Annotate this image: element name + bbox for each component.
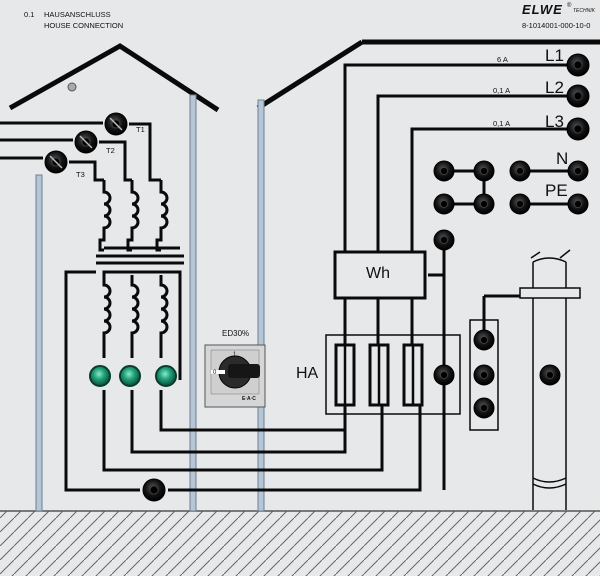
label-pe: PE — [545, 181, 568, 200]
transformer-core — [96, 254, 184, 265]
switch-pos-on: 1 — [233, 352, 237, 358]
main-switch[interactable] — [204, 344, 266, 408]
label-l3: L3 — [545, 112, 564, 131]
ha-label: HA — [296, 365, 319, 382]
energy-meter — [333, 250, 427, 300]
feeder-wires — [0, 121, 161, 182]
transformer-secondary-coils — [64, 270, 182, 358]
earth-pipe — [519, 249, 581, 510]
indicator-lamps — [89, 365, 177, 387]
fuse-marks — [49, 117, 123, 169]
switch-pos-off: 0 — [213, 370, 217, 376]
meter-label: Wh — [366, 265, 390, 282]
label-l1: L1 — [545, 46, 564, 65]
title-german: HAUSANSCHLUSS — [44, 10, 111, 19]
label-n: N — [556, 149, 569, 168]
label-t3: T3 — [76, 170, 85, 179]
current-l2: 0,1 A — [493, 86, 511, 95]
label-t1: T1 — [136, 125, 145, 134]
panel-number: 0.1 — [24, 10, 35, 19]
current-l3: 0,1 A — [493, 119, 511, 128]
house-roof — [8, 39, 600, 113]
ground-hatch — [0, 510, 600, 576]
current-l1: 6 A — [497, 55, 508, 64]
switch-brand: E·A·C — [242, 396, 256, 402]
brand-sub: TECHNIK — [573, 8, 595, 14]
switch-rating: ED30% — [222, 329, 250, 338]
title-english: HOUSE CONNECTION — [44, 21, 124, 30]
secondary-wiring — [64, 350, 422, 492]
house-posts — [35, 94, 265, 512]
label-t2: T2 — [106, 146, 115, 155]
registered-mark: ® — [567, 3, 572, 9]
brand-logo: ELWE — [522, 2, 563, 17]
house-connection-box — [325, 334, 461, 415]
pe-terminal-strip — [469, 319, 499, 431]
roof-screw — [67, 82, 77, 92]
distribution-wiring — [343, 63, 580, 490]
part-number: 8-1014001-000-10-0 — [522, 21, 591, 30]
transformer-primary-coils — [98, 180, 180, 252]
label-l2: L2 — [545, 78, 564, 97]
